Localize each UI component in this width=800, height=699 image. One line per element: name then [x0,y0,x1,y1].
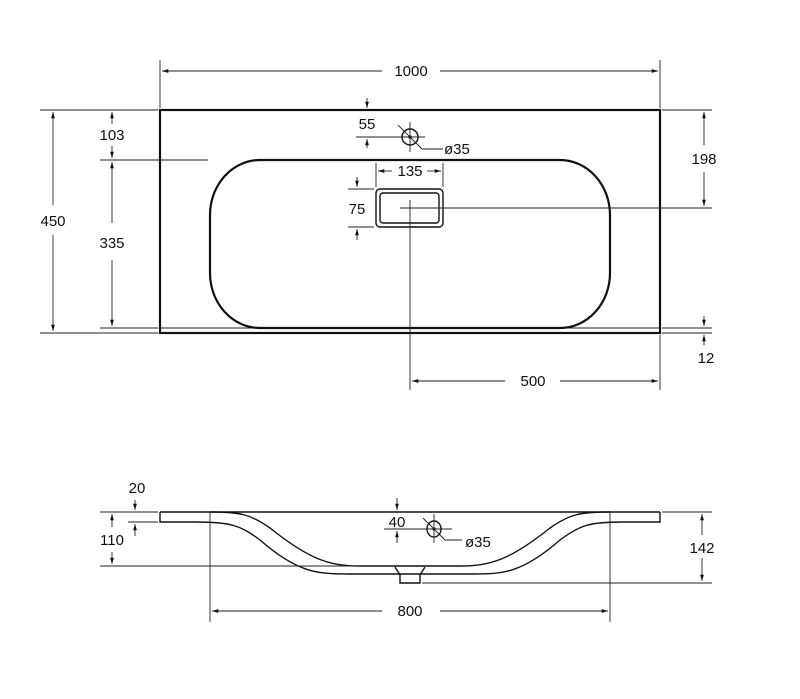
dim-half-width: 500 [520,373,545,390]
dim-bowl-width: 800 [397,603,422,620]
faucet-hole-icon [384,514,462,543]
dim-drain-center-from-back: 198 [691,151,716,168]
dim-drain-width: 135 [397,163,422,180]
dim-faucet-diameter: ø35 [444,141,470,158]
dim-overall-height: 142 [689,540,714,557]
dim-front-lip: 12 [698,350,715,367]
dim-bowl-inner-depth: 110 [100,532,124,549]
dim-side-faucet-diameter: ø35 [465,534,491,551]
dim-faucet-from-edge: 55 [359,116,376,133]
basin-profile-inner [209,511,611,567]
faucet-hole-icon [395,122,443,152]
side-view: 40 ø35 20 110 142 800 [100,480,715,622]
dim-top-thickness: 20 [129,480,146,497]
basin-profile-outer [195,521,623,575]
dim-overall-depth: 450 [40,213,65,230]
dim-faucet-offset-front: 103 [99,127,124,144]
top-view: 1000 450 103 335 55 ø35 135 [40,60,717,390]
dim-bowl-depth: 335 [99,235,124,252]
dim-faucet-height: 40 [389,514,406,531]
drain-spout [394,566,426,584]
dim-drain-depth: 75 [349,201,366,218]
dim-overall-width: 1000 [394,63,427,80]
